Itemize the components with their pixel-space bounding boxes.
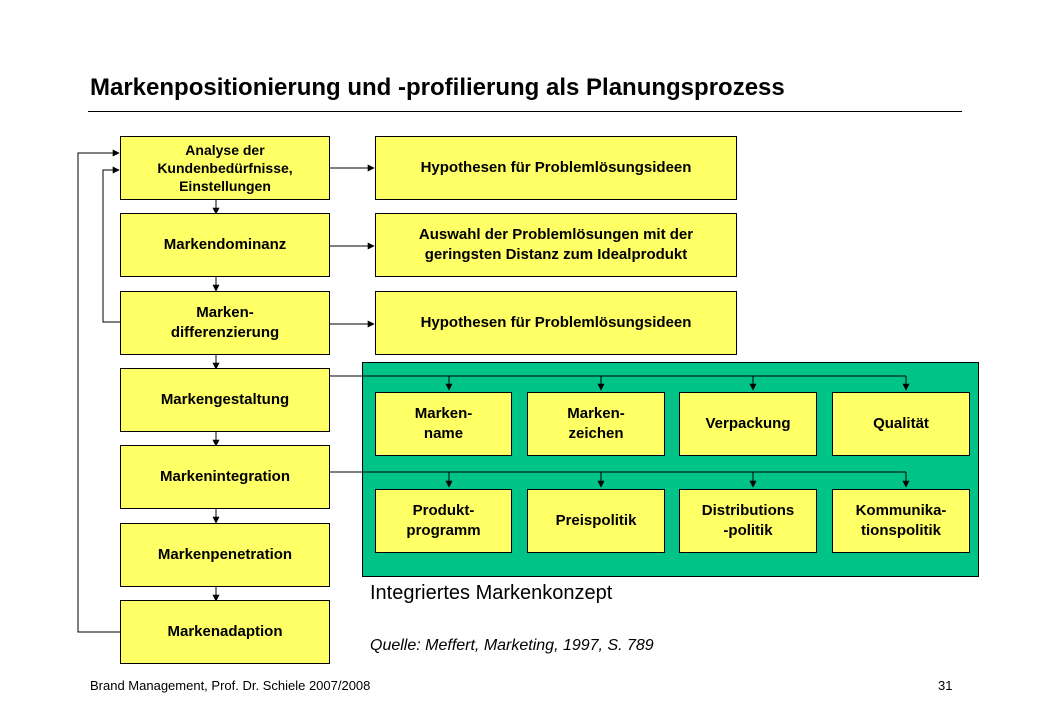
step-markenadaption: Markenadaption — [120, 600, 330, 664]
footer-page-number: 31 — [938, 678, 953, 693]
element-preispolitik: Preispolitik — [527, 489, 665, 553]
element-qualitaet: Qualität — [832, 392, 970, 456]
step-markendominanz: Markendominanz — [120, 213, 330, 277]
feedback-loop-outer — [77, 149, 121, 633]
step-markenpenetration: Markenpenetration — [120, 523, 330, 587]
footer-course: Brand Management, Prof. Dr. Schiele 2007… — [90, 678, 371, 693]
source-citation: Quelle: Meffert, Marketing, 1997, S. 789 — [370, 637, 654, 654]
element-markenname: Marken- name — [375, 392, 512, 456]
element-markenzeichen: Marken- zeichen — [527, 392, 665, 456]
panel-caption: Integriertes Markenkonzept — [370, 582, 613, 604]
feedback-loop-inner — [102, 166, 121, 323]
hypothesis-box-1: Hypothesen für Problemlösungsideen — [375, 136, 737, 200]
step-markengestaltung: Markengestaltung — [120, 368, 330, 432]
step-markenintegration: Markenintegration — [120, 445, 330, 509]
element-kommunikationspolitik: Kommunika- tionspolitik — [832, 489, 970, 553]
step-analyse: Analyse der Kundenbedürfnisse, Einstellu… — [120, 136, 330, 200]
hypothesis-box-2: Auswahl der Problemlösungen mit der geri… — [375, 213, 737, 277]
hypothesis-box-3: Hypothesen für Problemlösungsideen — [375, 291, 737, 355]
element-produktprogramm: Produkt- programm — [375, 489, 512, 553]
page-title: Markenpositionierung und -profilierung a… — [90, 74, 785, 101]
element-verpackung: Verpackung — [679, 392, 817, 456]
step-markendifferenzierung: Marken- differenzierung — [120, 291, 330, 355]
element-distributionspolitik: Distributions -politik — [679, 489, 817, 553]
title-divider — [88, 111, 962, 112]
